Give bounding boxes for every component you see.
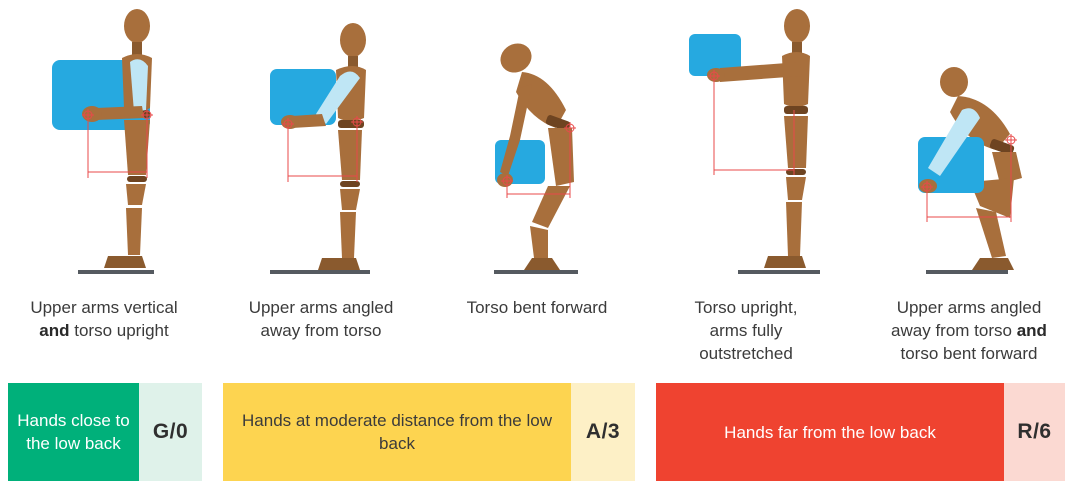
mannequin-head	[124, 9, 150, 43]
caption-arms-angled-torso-bent: Upper arms angled away from torso and to…	[891, 298, 1047, 363]
carried-box	[689, 34, 741, 76]
caption-arms-vertical: Upper arms vertical and torso upright	[30, 298, 178, 340]
figure-arms-outstretched	[689, 9, 820, 274]
floor-line	[494, 270, 578, 274]
posture-illustrations	[52, 9, 1022, 274]
floor-line	[270, 270, 370, 274]
caption-arms-angled: Upper arms angled away from torso	[248, 298, 394, 340]
zone-code: A/3	[571, 383, 635, 481]
figure-arms-vertical	[52, 9, 154, 274]
mannequin-head	[940, 67, 968, 97]
zone-band-amber: Hands at moderate distance from the low …	[223, 383, 635, 481]
zone-band-green: Hands close to the low back G/0	[8, 383, 202, 481]
zone-code: R/6	[1004, 383, 1065, 481]
figure-arms-angled	[270, 23, 370, 274]
floor-line	[78, 270, 154, 274]
caption-torso-bent: Torso bent forward	[466, 298, 608, 317]
carried-box	[918, 137, 984, 193]
caption-arms-outstretched: Torso upright, arms fully outstretched	[694, 298, 798, 363]
figure-arms-angled-torso-bent	[918, 67, 1022, 274]
zone-label: Hands close to the low back	[8, 383, 139, 481]
figure-torso-bent	[494, 43, 578, 274]
zone-code: G/0	[139, 383, 202, 481]
zone-label: Hands at moderate distance from the low …	[223, 383, 571, 481]
zone-label: Hands far from the low back	[656, 383, 1004, 481]
mannequin-head	[784, 9, 810, 43]
floor-line	[926, 270, 1008, 274]
mannequin-head	[340, 23, 366, 57]
floor-line	[738, 270, 820, 274]
zone-band-red: Hands far from the low back R/6	[656, 383, 1065, 481]
mannequin-head	[500, 43, 532, 73]
